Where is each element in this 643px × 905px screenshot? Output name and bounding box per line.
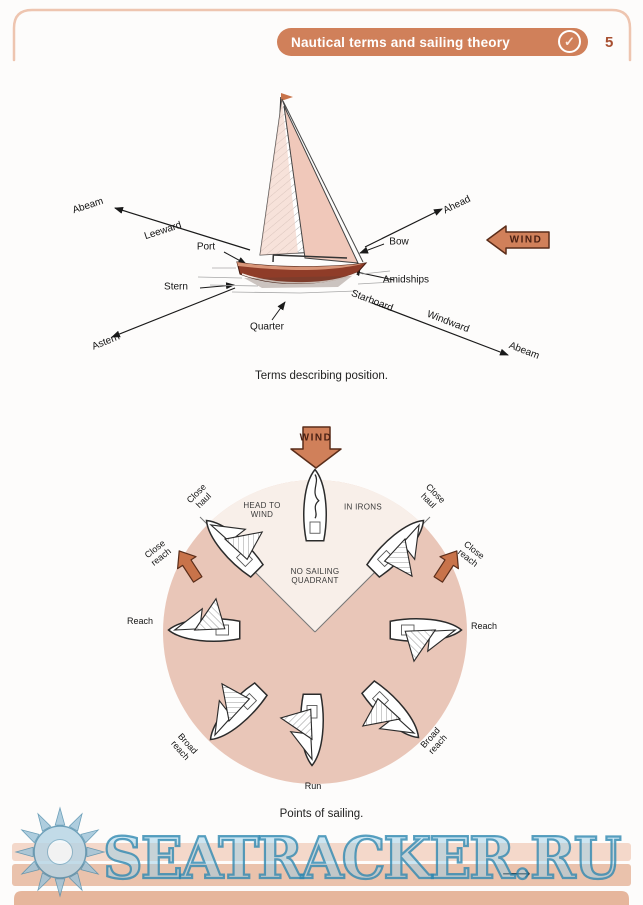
label-quarter: Quarter xyxy=(250,321,284,333)
label-no-sailing-quadrant: NO SAILING QUADRANT xyxy=(290,567,340,585)
figure-caption: Terms describing position. xyxy=(255,370,388,382)
wind-arrow-icon xyxy=(486,225,550,255)
figure-caption: Points of sailing. xyxy=(279,808,364,820)
no-sailing-quadrant-wedge xyxy=(207,479,423,632)
page-frame xyxy=(12,8,632,62)
label-run: Run xyxy=(304,781,322,791)
wind-label: WIND xyxy=(299,432,333,444)
page-number: 5 xyxy=(605,34,614,51)
sailboat-illustration xyxy=(197,93,393,294)
label-amidships: Amidships xyxy=(382,274,430,286)
direction-arrows xyxy=(111,207,509,356)
page-title: Nautical terms and sailing theory xyxy=(291,34,510,50)
label-in-irons: IN IRONS xyxy=(344,502,382,512)
footer-band-mid xyxy=(12,864,631,886)
footer-band-deep xyxy=(14,891,629,905)
wind-arrow-icon xyxy=(290,426,342,469)
label-bow: Bow xyxy=(389,236,409,248)
footer-band-light xyxy=(12,843,631,861)
page-header: Nautical terms and sailing theory ✓ xyxy=(277,28,588,56)
label-port: Port xyxy=(196,241,216,253)
label-reach-right: Reach xyxy=(470,621,498,631)
wind-label: WIND xyxy=(509,234,543,246)
leader-arrows xyxy=(199,243,395,321)
label-stern: Stern xyxy=(164,281,188,293)
label-head-to-wind: HEAD TO WIND xyxy=(243,501,281,519)
next-page-arrow-icon: ⟶ xyxy=(502,863,531,885)
checkmark-icon: ✓ xyxy=(558,30,581,53)
label-reach-left: Reach xyxy=(126,616,154,626)
